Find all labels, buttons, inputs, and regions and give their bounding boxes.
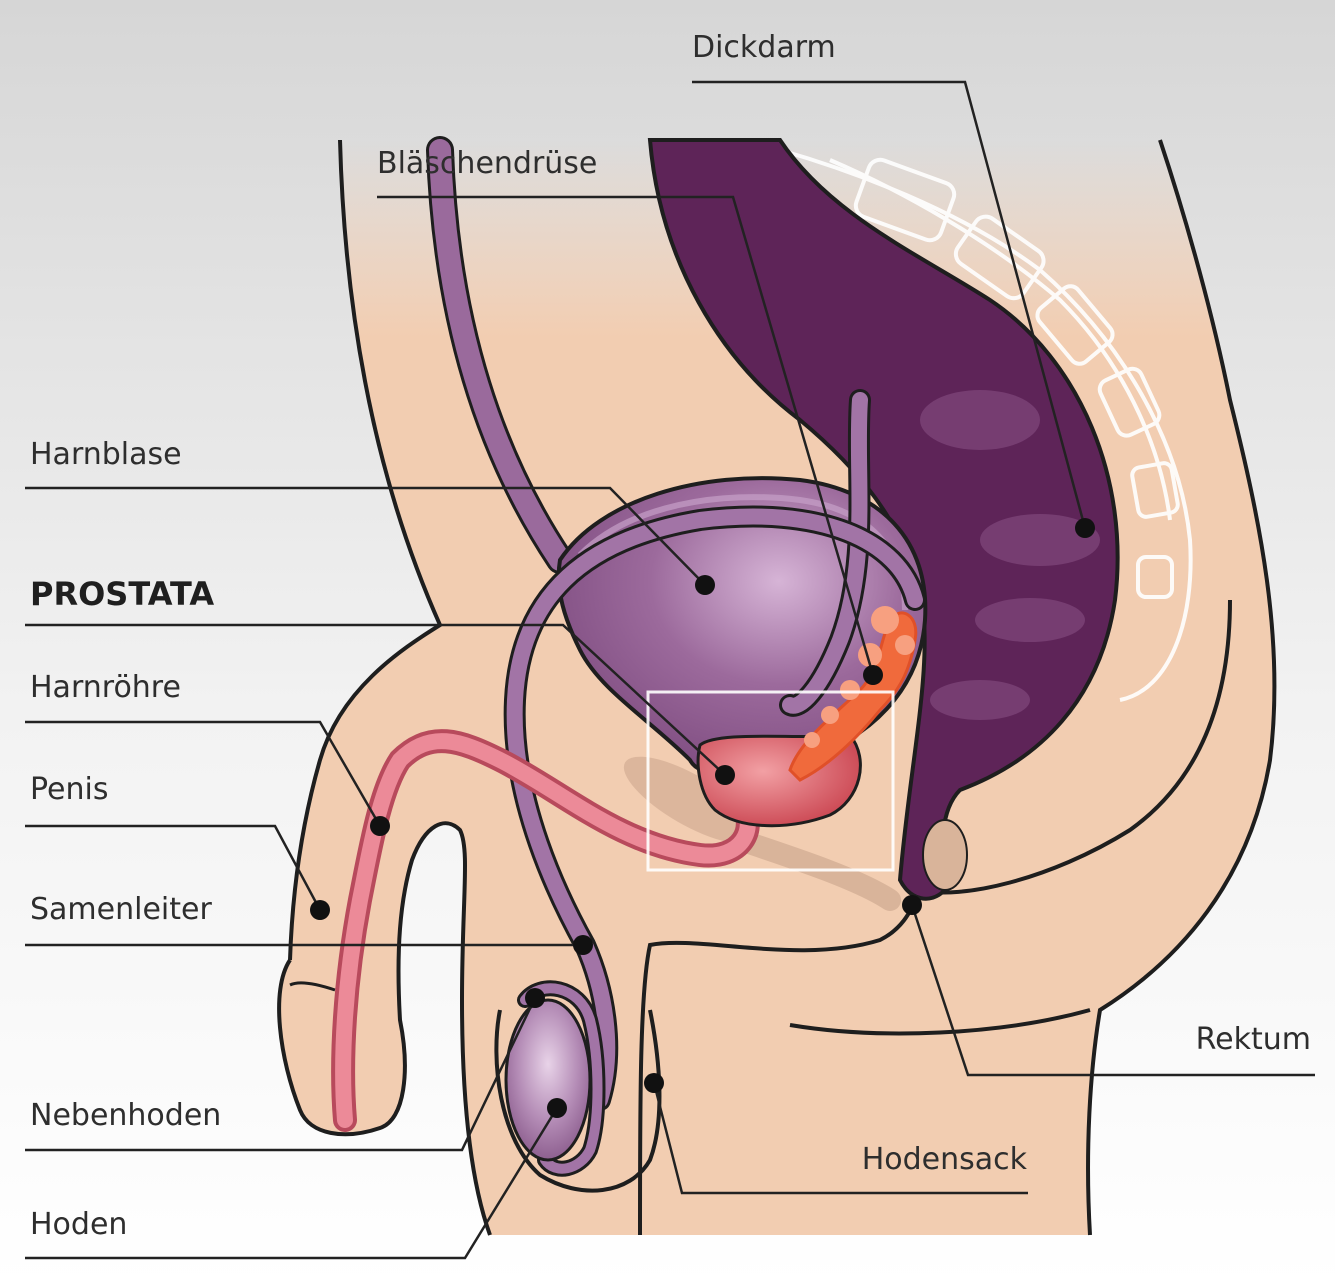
leader-harnblase xyxy=(25,486,706,586)
colon-highlights xyxy=(920,390,1100,720)
prostate-highlight-box xyxy=(646,690,895,872)
leader-nebenhoden xyxy=(25,997,537,1152)
dot-prostata xyxy=(715,765,735,785)
dot-rektum xyxy=(902,895,922,915)
marker-dots xyxy=(310,518,1095,1118)
dot-hodensack xyxy=(644,1073,664,1093)
penis-outline xyxy=(277,821,492,1236)
back-body-outline xyxy=(1086,139,1277,1236)
leader-hoden xyxy=(25,1107,559,1260)
label-rektum: Rektum xyxy=(1195,1022,1311,1057)
dot-penis xyxy=(310,900,330,920)
seminal-vesicle xyxy=(788,606,918,782)
label-blaeschendruese: Bläschendrüse xyxy=(377,146,598,181)
leader-penis xyxy=(25,824,322,911)
leader-hodensack xyxy=(652,1082,1028,1195)
front-body-outline xyxy=(288,139,443,961)
leader-dickdarm xyxy=(692,80,1087,529)
testis xyxy=(504,998,592,1162)
buttock-lower xyxy=(919,599,1232,895)
perineum-outline xyxy=(638,889,922,1236)
dot-hoden xyxy=(547,1098,567,1118)
label-harnroehre: Harnröhre xyxy=(30,670,181,705)
dot-blaeschendruese xyxy=(863,665,883,685)
leader-harnroehre xyxy=(25,720,382,827)
leader-lines xyxy=(25,80,1315,1260)
pubic-bone xyxy=(623,756,757,844)
coccyx-bone xyxy=(922,819,968,891)
dot-harnblase xyxy=(695,575,715,595)
sacrum-bones xyxy=(779,148,1193,702)
label-dickdarm: Dickdarm xyxy=(692,30,836,65)
label-hodensack: Hodensack xyxy=(861,1142,1027,1177)
leader-prostata xyxy=(25,623,726,776)
glans-line xyxy=(289,981,336,992)
leader-blaeschendruese xyxy=(377,195,875,676)
dot-samenleiter xyxy=(573,935,593,955)
label-samenleiter: Samenleiter xyxy=(30,892,212,927)
label-penis: Penis xyxy=(30,772,109,807)
label-nebenhoden: Nebenhoden xyxy=(30,1098,222,1133)
label-prostata: PROSTATA xyxy=(30,575,215,613)
label-hoden: Hoden xyxy=(30,1207,128,1242)
dot-dickdarm xyxy=(1075,518,1095,538)
buttock-line xyxy=(789,1008,1091,1036)
leader-rektum xyxy=(910,904,1315,1077)
dot-harnroehre xyxy=(370,816,390,836)
dot-nebenhoden xyxy=(525,988,545,1008)
label-harnblase: Harnblase xyxy=(30,437,182,472)
